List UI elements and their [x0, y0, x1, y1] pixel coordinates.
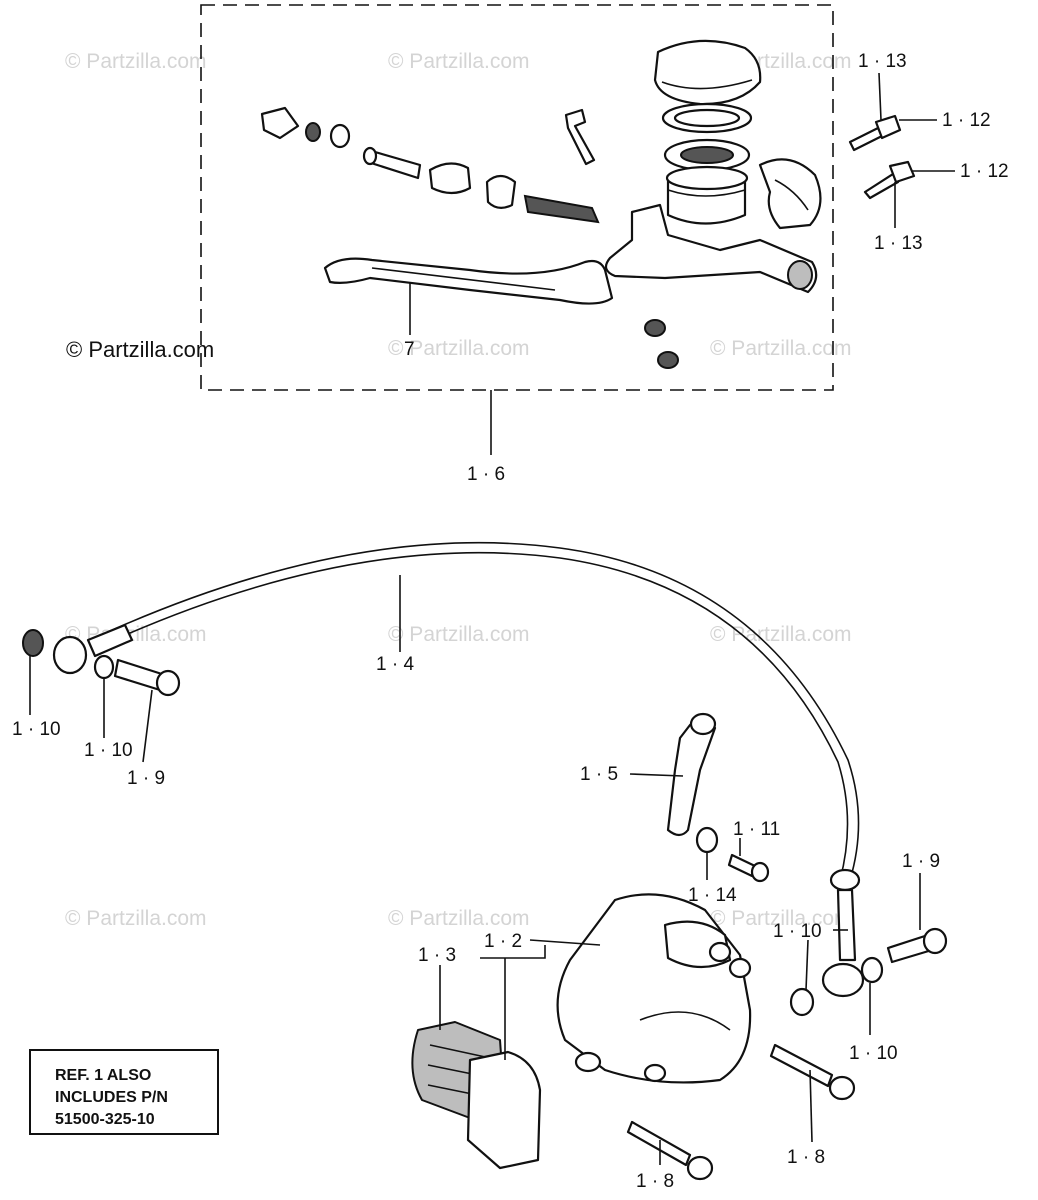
callout-1-9-left: 1 · 9	[127, 768, 165, 789]
circlip	[305, 122, 321, 142]
callout-1-10-b: 1 · 10	[84, 740, 133, 761]
brake-hose	[52, 541, 865, 998]
watermark: © Partzilla.com	[388, 337, 530, 360]
primary-cup	[485, 174, 517, 209]
sealing-washer-left-2	[93, 654, 115, 680]
spring	[523, 194, 600, 224]
callout-1-11: 1 · 11	[733, 819, 780, 840]
callout-1-10-a: 1 · 10	[12, 719, 61, 740]
callout-1-13-bottom: 1 · 13	[874, 233, 923, 254]
callout-1-12-bottom: 1 · 12	[960, 161, 1009, 182]
watermark: © Partzilla.com	[65, 907, 207, 930]
note-line-3: 51500-325-10	[55, 1111, 155, 1128]
washer	[329, 123, 351, 149]
lever-nut-2	[657, 351, 679, 369]
callout-1-2: 1 · 2	[484, 931, 522, 952]
mounting-bolt-left	[626, 1120, 692, 1167]
callout-1-5: 1 · 5	[580, 764, 618, 785]
callout-1-10-d: 1 · 10	[849, 1043, 898, 1064]
watermark: © Partzilla.com	[710, 337, 852, 360]
watermark: © Partzilla.com	[388, 50, 530, 73]
callout-1-4: 1 · 4	[376, 654, 414, 675]
copyright-text: © Partzilla.com	[66, 337, 214, 362]
callout-7: 7	[404, 339, 415, 360]
callout-1-6: 1 · 6	[467, 464, 505, 485]
callout-1-10-c: 1 · 10	[773, 921, 822, 942]
sealing-washer-left	[22, 629, 44, 657]
watermark: © Partzilla.com	[65, 623, 207, 646]
dust-boot	[260, 106, 300, 140]
note-line-2: INCLUDES P/N	[55, 1089, 168, 1106]
callout-1-8-left: 1 · 8	[636, 1171, 674, 1192]
watermark: © Partzilla.com	[65, 50, 207, 73]
pad-pin	[666, 718, 717, 837]
callout-1-3: 1 · 3	[418, 945, 456, 966]
watermarks: © Partzilla.com © Partzilla.com © Partzi…	[65, 50, 852, 930]
watermark: © Partzilla.com	[388, 623, 530, 646]
reference-note: REF. 1 ALSO INCLUDES P/N 51500-325-10	[29, 1049, 219, 1135]
lever-nut	[644, 319, 666, 337]
clamp-bracket	[758, 158, 822, 230]
callout-1-9-right: 1 · 9	[902, 851, 940, 872]
brake-pad-inner	[466, 1050, 542, 1170]
master-cylinder-body	[604, 203, 818, 294]
leader-lines	[29, 72, 955, 1165]
watermark: © Partzilla.com	[710, 623, 852, 646]
clamp-bolt-upper	[848, 126, 884, 152]
caliper-parts	[411, 712, 948, 1181]
mounting-bolt-right	[769, 1043, 834, 1088]
pin-washer	[695, 826, 719, 854]
brake-lever	[323, 257, 614, 305]
hose-fitting-right	[829, 868, 861, 892]
callout-1-8-right: 1 · 8	[787, 1147, 825, 1168]
reservoir-cap	[653, 39, 762, 106]
callout-1-13-top: 1 · 13	[858, 51, 907, 72]
piston	[428, 162, 472, 195]
sealing-washer-right-2	[860, 956, 884, 984]
pivot-bolt	[564, 108, 596, 166]
note-line-1: REF. 1 ALSO	[55, 1067, 151, 1084]
master-cylinder-parts	[260, 39, 822, 369]
watermark: © Partzilla.com	[710, 907, 852, 930]
callout-1-12-top: 1 · 12	[942, 110, 991, 131]
master-cylinder-assembly-box	[200, 4, 834, 455]
callout-1-14: 1 · 14	[688, 885, 737, 906]
left-banjo-parts	[22, 629, 181, 697]
callout-labels: 1 · 13 1 · 12 1 · 12 1 · 13 7 1 · 6 1 · …	[12, 51, 1009, 1192]
hose-fitting-left	[52, 635, 88, 675]
clamp-bolts	[848, 114, 916, 200]
sealing-washer-right	[789, 987, 815, 1017]
watermark: © Partzilla.com	[388, 907, 530, 930]
clamp-bolt-lower	[863, 172, 900, 200]
